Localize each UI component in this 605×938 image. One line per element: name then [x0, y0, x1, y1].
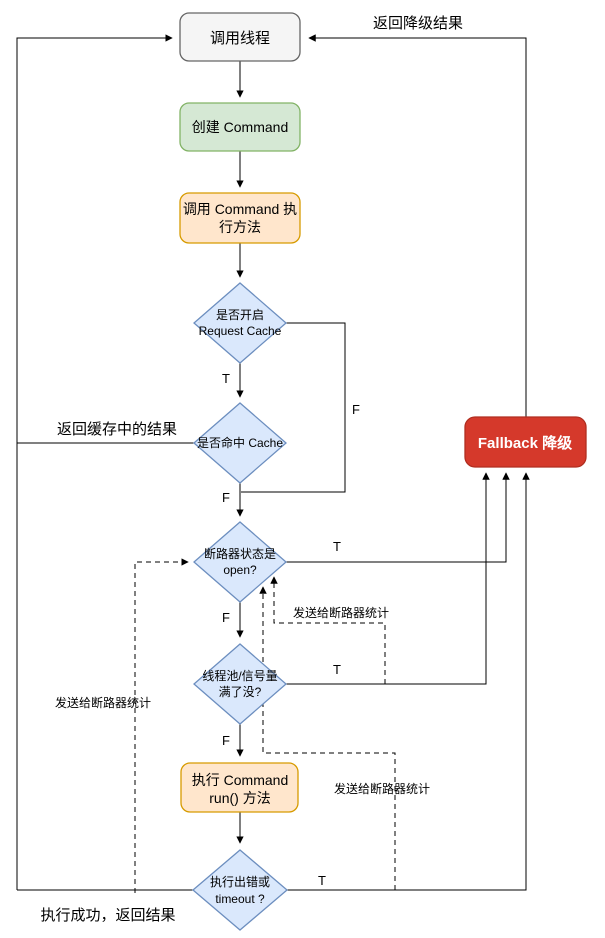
branch-label-f-pool: F [222, 733, 230, 748]
fallback-node [464, 416, 587, 468]
invoke-execute-label-line1: 调用 Command 执 [183, 201, 297, 217]
circuit-open-decision [193, 521, 287, 603]
request-cache-label-line2: Request Cache [199, 324, 282, 338]
branch-label-t-error: T [318, 873, 326, 888]
return-cached-result-label: 返回缓存中的结果 [57, 421, 177, 438]
circuit-open-label-line2: open? [223, 563, 257, 577]
pool-full-label-line1: 线程池/信号量 [202, 668, 277, 683]
edge-left-loop-to-caller [16, 34, 173, 890]
run-command-label-line2: run() 方法 [209, 790, 270, 806]
edge-stats-mid-dashed [270, 576, 386, 684]
edge-circuit-t-to-fallback [286, 472, 510, 563]
run-command-node [180, 762, 299, 813]
error-timeout-label-line2: timeout ? [215, 892, 265, 906]
branch-label-f-cache-hit: F [222, 490, 230, 505]
run-command-label-line1: 执行 Command [192, 772, 288, 788]
branch-label-t-pool: T [333, 662, 341, 677]
return-fallback-result-label: 返回降级结果 [373, 15, 463, 32]
request-cache-label-line1: 是否开启 [216, 308, 264, 322]
invoke-execute-node [179, 192, 301, 244]
error-timeout-label-line1: 执行出错或 [210, 875, 270, 889]
fallback-label: Fallback 降级 [478, 434, 573, 452]
cache-hit-label: 是否命中 Cache [197, 435, 283, 450]
branch-label-f-request-cache: F [352, 402, 360, 417]
branch-label-f-circuit: F [222, 610, 230, 625]
stats-report-label-left: 发送给断路器统计 [55, 695, 151, 710]
branch-label-t-circuit: T [333, 539, 341, 554]
edge-stats-left-dashed [134, 558, 189, 893]
success-return-label: 执行成功，返回结果 [40, 907, 175, 924]
cache-hit-decision [193, 402, 287, 484]
edge-error-t-to-fallback [287, 472, 530, 891]
circuit-open-label-line1: 断路器状态是 [204, 546, 276, 561]
stats-report-label-right: 发送给断路器统计 [334, 781, 430, 796]
create-command-label: 创建 Command [192, 119, 288, 135]
edge-pool-t-to-fallback [286, 472, 490, 685]
create-command-node [179, 102, 301, 152]
caller-thread-node [179, 12, 301, 62]
pool-full-label-line2: 满了没? [219, 684, 262, 699]
error-timeout-decision [191, 849, 289, 931]
stats-report-label-mid: 发送给断路器统计 [293, 605, 389, 620]
branch-label-t-request-cache: T [222, 371, 230, 386]
edge-stats-right-dashed [259, 586, 396, 890]
invoke-execute-label-line2: 行方法 [219, 219, 261, 235]
edge-requestcache-f-bypass [241, 322, 346, 493]
edge-fallback-return-to-caller [308, 34, 527, 417]
request-cache-decision [193, 282, 287, 364]
pool-full-decision [193, 643, 287, 725]
caller-thread-label: 调用线程 [210, 30, 270, 47]
